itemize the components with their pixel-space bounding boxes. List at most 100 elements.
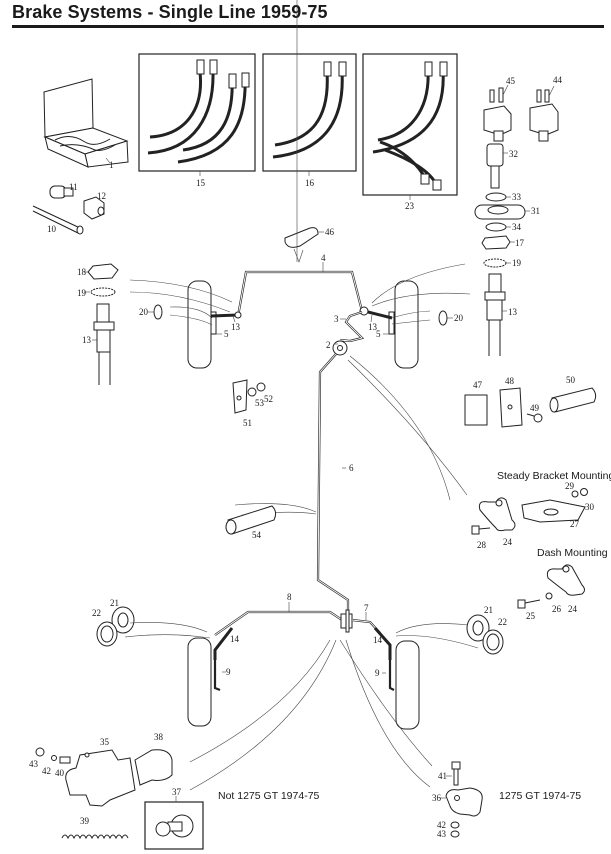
bolt-41 [451, 761, 461, 786]
callout-27: 27 [570, 519, 580, 529]
page-title: Brake Systems - Single Line 1959-75 [12, 2, 328, 22]
hose-set-15 [147, 59, 250, 164]
pipe-9-left [213, 660, 221, 692]
front-hose-end-right [484, 273, 506, 356]
banjo-connector [474, 204, 526, 220]
connector-36 [445, 787, 483, 817]
callout-18: 18 [77, 267, 87, 277]
callout-36: 36 [432, 793, 442, 803]
washer-26 [545, 592, 553, 600]
callout-20-left: 20 [139, 307, 149, 317]
rear-wheel-right [395, 640, 420, 730]
callout-38: 38 [154, 732, 164, 742]
callout-52: 52 [264, 394, 273, 404]
callout-7: 7 [364, 603, 369, 613]
pipe-kit-box [43, 78, 129, 168]
front-flexible-hose-left [210, 313, 239, 318]
union-bolt [49, 185, 74, 199]
steady-bracket [521, 499, 586, 523]
callout-6: 6 [349, 463, 354, 473]
callout-22-right: 22 [498, 617, 507, 627]
callout-44: 44 [553, 75, 563, 85]
callout-24-steady: 24 [503, 537, 513, 547]
caliper-bracket-right [388, 311, 395, 335]
hose-set-15-frame [138, 53, 256, 172]
callout-9-left: 9 [226, 667, 231, 677]
union-nut [83, 196, 105, 220]
callout-21-right: 21 [484, 605, 493, 615]
pipe-4-front [236, 270, 364, 317]
shakeproof-washer-left [90, 287, 116, 297]
bolt-25 [517, 599, 541, 609]
callout-43-right: 43 [437, 829, 447, 839]
locknut [481, 235, 511, 250]
pipe-3 [339, 310, 365, 343]
callout-41: 41 [438, 771, 447, 781]
bolt-28 [471, 525, 491, 535]
callout-5-left: 5 [224, 329, 229, 339]
callout-19-right: 19 [512, 258, 522, 268]
rear-flexible-hose-right [373, 627, 392, 660]
pipe-2 [332, 340, 348, 356]
callout-46: 46 [325, 227, 335, 237]
callout-15: 15 [196, 178, 206, 188]
washer-33 [485, 192, 507, 202]
callout-51: 51 [243, 418, 252, 428]
clip-48 [499, 387, 523, 428]
callout-13-right-end: 13 [508, 307, 518, 317]
washer-53 [247, 387, 257, 397]
caption-steady-bracket: Steady Bracket Mounting [497, 470, 611, 482]
callout-30: 30 [585, 502, 595, 512]
washer-29 [571, 490, 579, 498]
washer-42-right [450, 821, 460, 829]
front-wheel-left [187, 280, 212, 369]
front-hose-end-left [93, 303, 115, 385]
nut-52 [256, 382, 266, 392]
pipe-clip-46 [284, 0, 319, 263]
nut-43-right [450, 830, 460, 838]
callout-5-right: 5 [376, 329, 381, 339]
callout-42-left: 42 [42, 766, 51, 776]
caliper-bracket-left [210, 311, 217, 335]
callout-22-left: 22 [92, 608, 101, 618]
callout-16: 16 [305, 178, 315, 188]
three-way-connector-dash [546, 564, 585, 596]
callout-37: 37 [172, 787, 182, 797]
valve-piston-frame [144, 801, 204, 850]
callout-20-right: 20 [454, 313, 464, 323]
caption-not-1275: Not 1275 GT 1974-75 [218, 790, 320, 802]
callout-39: 39 [80, 816, 90, 826]
callout-45: 45 [506, 76, 516, 86]
callout-13-left-end: 13 [82, 335, 92, 345]
rear-wheel-left [187, 637, 212, 727]
callout-17: 17 [515, 238, 525, 248]
callout-14-right: 14 [373, 635, 383, 645]
screw-49 [526, 413, 543, 423]
three-way-connector-steady [478, 497, 516, 532]
callout-10: 10 [47, 224, 57, 234]
front-flexible-hose-right [363, 309, 393, 320]
callout-4: 4 [321, 253, 326, 263]
pipe-8-rear [214, 610, 343, 636]
callout-31: 31 [531, 206, 540, 216]
callout-3: 3 [334, 314, 339, 324]
callout-34: 34 [512, 222, 522, 232]
callout-19-left: 19 [77, 288, 87, 298]
hose-set-16 [272, 61, 347, 159]
rear-connector [340, 609, 353, 633]
switch-44 [529, 89, 559, 142]
callout-2: 2 [326, 340, 331, 350]
front-wheel-right [394, 280, 419, 369]
callout-1: 1 [109, 160, 114, 170]
callout-13-left: 13 [231, 322, 241, 332]
callout-33: 33 [512, 192, 522, 202]
nut-18 [87, 263, 119, 280]
callout-14-left: 14 [230, 634, 240, 644]
title-rule [12, 25, 604, 28]
caption-dash-mounting: Dash Mounting [537, 547, 608, 559]
nut-30 [580, 488, 588, 496]
callout-26: 26 [552, 604, 562, 614]
callout-11: 11 [69, 182, 78, 192]
callout-8: 8 [287, 592, 292, 602]
